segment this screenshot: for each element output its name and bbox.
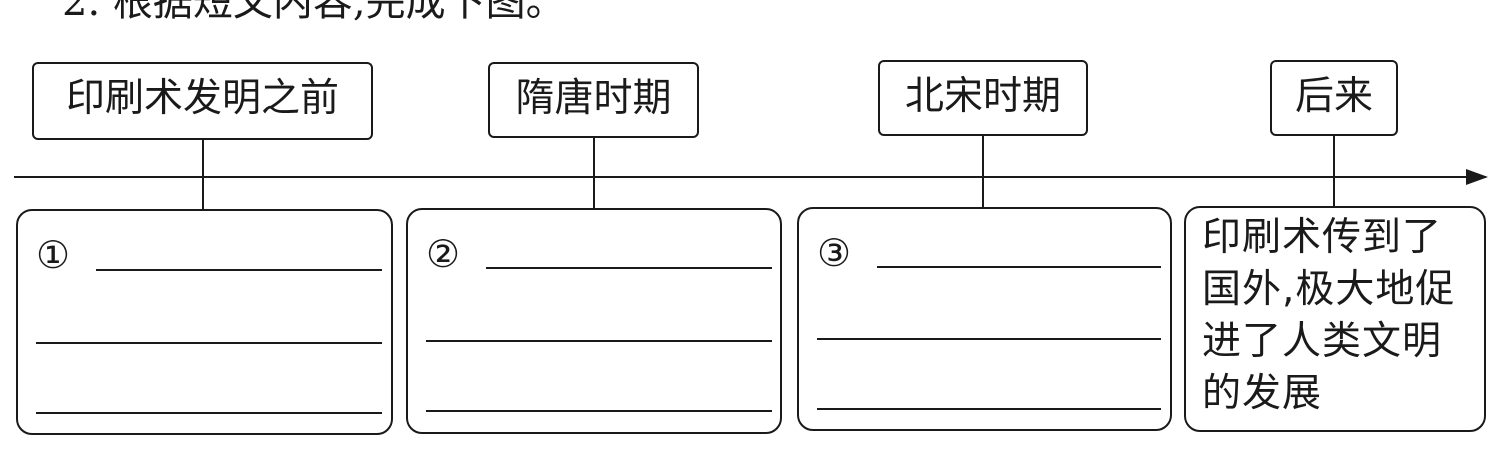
- timeline-axis: [14, 176, 1486, 178]
- period-label-later: 后来: [1270, 60, 1398, 136]
- timeline-arrowhead: [1466, 169, 1488, 185]
- period-label-before-printing: 印刷术发明之前: [32, 62, 373, 140]
- outcome-text: 印刷术传到了国外,极大地促进了人类文明的发展: [1202, 215, 1456, 416]
- answer-blank-line[interactable]: [36, 342, 382, 344]
- blank-marker-3: ③: [817, 231, 852, 275]
- answer-blank-line[interactable]: [877, 266, 1161, 268]
- answer-blank-line[interactable]: [817, 408, 1161, 410]
- answer-card-1: ①: [16, 209, 393, 435]
- answer-card-3: ③: [797, 207, 1172, 431]
- period-label-sui-tang: 隋唐时期: [488, 62, 699, 138]
- answer-blank-line[interactable]: [36, 412, 382, 414]
- blank-marker-2: ②: [426, 232, 461, 276]
- connector-line: [202, 140, 204, 209]
- connector-line: [593, 138, 595, 209]
- answer-card-2: ②: [406, 208, 782, 434]
- answer-blank-line[interactable]: [96, 269, 382, 271]
- answer-blank-line[interactable]: [486, 267, 772, 269]
- period-label-northern-song: 北宋时期: [878, 60, 1088, 136]
- answer-blank-line[interactable]: [426, 410, 772, 412]
- question-title: 2. 根据短文内容,完成下图。: [62, 0, 566, 25]
- outcome-card: 印刷术传到了国外,极大地促进了人类文明的发展: [1184, 206, 1486, 432]
- connector-line: [982, 136, 984, 207]
- connector-line: [1333, 136, 1335, 206]
- blank-marker-1: ①: [36, 233, 71, 277]
- answer-blank-line[interactable]: [426, 340, 772, 342]
- answer-blank-line[interactable]: [817, 338, 1161, 340]
